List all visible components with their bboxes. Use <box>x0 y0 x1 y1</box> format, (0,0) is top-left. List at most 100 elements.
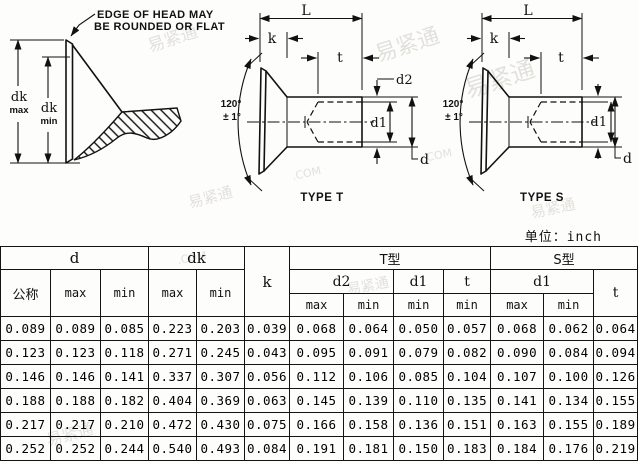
watermark-text: 易紧通 <box>529 195 577 222</box>
cell: 0.107 <box>490 364 545 389</box>
dim-d1-label: d1 <box>370 116 387 131</box>
cell: 0.100 <box>543 364 595 389</box>
cell: 0.141 <box>490 388 545 413</box>
header-d-group: d <box>0 246 150 270</box>
header-dk-min: min <box>196 269 246 317</box>
cell: 0.150 <box>393 436 445 461</box>
edge-note-line1: EDGE OF HEAD MAY <box>97 9 214 21</box>
cell: 0.244 <box>99 436 150 461</box>
dim-d1-label: d1 <box>590 115 607 130</box>
header-row-groups: d dk k T型 S型 <box>0 246 638 317</box>
watermark-text: 易紧通 <box>145 22 200 57</box>
cell: 0.057 <box>443 316 492 341</box>
unit-note: 单位：inch <box>524 230 602 245</box>
cell: 0.079 <box>393 340 445 365</box>
dim-k-label: k <box>490 31 499 47</box>
drawing-head-detail: EDGE OF HEAD MAY BE ROUNDED OR FLAT dk m… <box>9 9 225 164</box>
cell: 0.084 <box>244 436 291 461</box>
cell: 0.155 <box>593 388 638 413</box>
angle-label-120: 120° <box>221 99 242 110</box>
cell: 0.146 <box>50 364 101 389</box>
cell: 0.094 <box>593 340 638 365</box>
cell: 0.139 <box>343 388 395 413</box>
header-t-d1-min: min <box>393 293 445 317</box>
cell: 0.151 <box>443 412 492 437</box>
cell: 0.540 <box>148 436 198 461</box>
header-s-type: S型 <box>490 246 638 270</box>
cell: 0.158 <box>343 412 395 437</box>
cell: 0.118 <box>99 340 150 365</box>
header-s-d1-min: min <box>543 293 595 317</box>
cell: 0.062 <box>543 316 595 341</box>
cell: 0.123 <box>50 340 101 365</box>
cell: 0.189 <box>593 412 638 437</box>
dim-t-label: t <box>558 50 564 66</box>
cell: 0.126 <box>593 364 638 389</box>
edge-note-line2: BE ROUNDED OR FLAT <box>94 21 225 33</box>
dk-max-sublabel: max <box>9 105 29 116</box>
cell: 0.123 <box>0 340 51 365</box>
watermark-text: 易紧通 <box>461 55 538 104</box>
cell: 0.135 <box>443 388 492 413</box>
header-t-type: T型 <box>289 246 492 270</box>
header-d-min: min <box>99 269 150 317</box>
cell: 0.039 <box>244 316 291 341</box>
header-d2-group: d2 <box>289 269 395 294</box>
cell: 0.084 <box>543 340 595 365</box>
cell: 0.089 <box>0 316 51 341</box>
cell: 0.337 <box>148 364 198 389</box>
header-s-t: t <box>593 269 638 317</box>
cell: 0.219 <box>593 436 638 461</box>
cell: 0.090 <box>490 340 545 365</box>
dim-d-label: d <box>623 151 632 167</box>
cell: 0.068 <box>490 316 545 341</box>
header-t-t-min: min <box>443 293 492 317</box>
angle-label-tolerance: ± 1° <box>445 112 463 123</box>
cell: 0.050 <box>393 316 445 341</box>
cell: 0.271 <box>148 340 198 365</box>
cell: 0.183 <box>443 436 492 461</box>
header-nominal: 公称 <box>0 269 51 317</box>
table-header: d dk k T型 S型 公称 max min max min d2 d1 t … <box>0 246 638 317</box>
cell: 0.112 <box>289 364 345 389</box>
cell: 0.176 <box>543 436 595 461</box>
type-t-caption: TYPE T <box>300 192 343 204</box>
dim-t-label: t <box>337 50 343 66</box>
dim-k-label: k <box>268 31 277 47</box>
broken-section-hatch <box>73 107 182 161</box>
cell: 0.223 <box>148 316 198 341</box>
cell: 0.163 <box>490 412 545 437</box>
cell: 0.252 <box>0 436 51 461</box>
cell: 0.104 <box>443 364 492 389</box>
cell: 0.085 <box>393 364 445 389</box>
type-s-caption: TYPE S <box>520 192 564 204</box>
header-t-d1: d1 <box>393 269 445 294</box>
cell: 0.181 <box>343 436 395 461</box>
cell: 0.082 <box>443 340 492 365</box>
dim-L-label: L <box>301 3 310 19</box>
cell: 0.056 <box>244 364 291 389</box>
dk-min-label: dk <box>41 101 57 116</box>
cell: 0.064 <box>343 316 395 341</box>
cell: 0.091 <box>343 340 395 365</box>
header-row-sub: 公称 max min max min d2 d1 t d1 t <box>0 269 638 317</box>
header-d2-max: max <box>289 293 345 317</box>
cell: 0.166 <box>289 412 345 437</box>
cell: 0.043 <box>244 340 291 365</box>
header-s-d1-max: max <box>490 293 545 317</box>
watermark-text: 易紧通 <box>372 24 443 68</box>
cell: 0.146 <box>0 364 51 389</box>
cell: 0.136 <box>393 412 445 437</box>
dim-d-label: d <box>420 152 429 168</box>
header-dk-group: dk <box>148 246 246 270</box>
cell: 0.068 <box>289 316 345 341</box>
cell: 0.203 <box>196 316 246 341</box>
cell: 0.106 <box>343 364 395 389</box>
cell: 0.217 <box>0 412 51 437</box>
